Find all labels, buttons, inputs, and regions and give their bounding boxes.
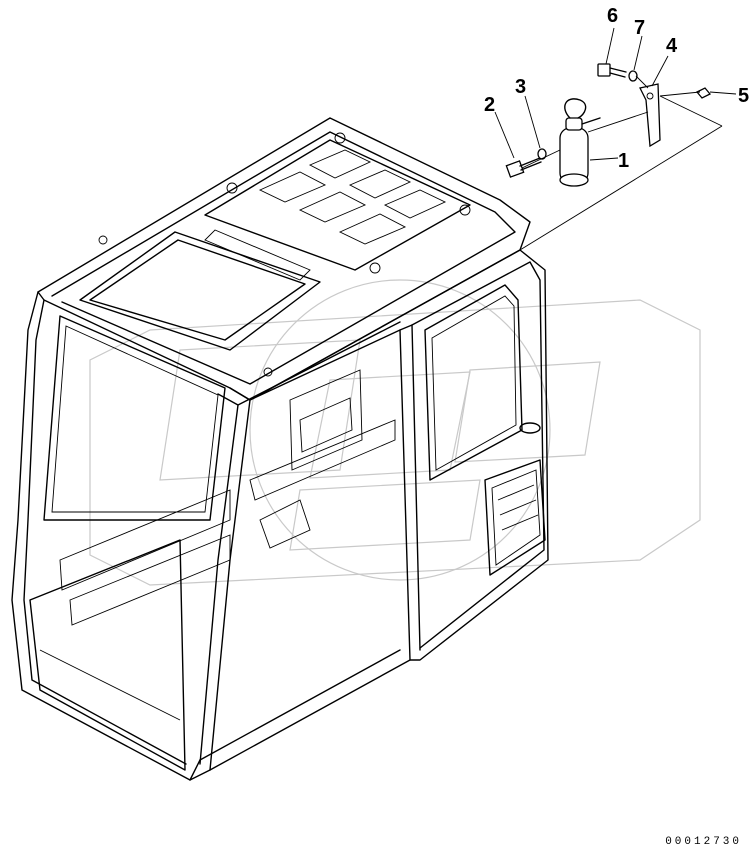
bracket-part-4 — [639, 83, 661, 148]
watermark-logo — [89, 279, 701, 586]
callout-leader-lines — [494, 27, 737, 161]
callout-3: 3 — [515, 76, 526, 98]
operator-cab — [11, 117, 549, 781]
callout-7: 7 — [634, 17, 645, 39]
drawing-number: 00012730 — [665, 836, 742, 848]
callout-2: 2 — [484, 94, 495, 116]
callout-1: 1 — [618, 150, 629, 172]
callout-5: 5 — [738, 85, 749, 107]
fire-extinguisher-part-1 — [559, 98, 601, 187]
nut-part-5 — [695, 87, 712, 99]
callout-6: 6 — [607, 5, 618, 27]
bolt-part-2 — [505, 157, 542, 178]
callout-4: 4 — [666, 35, 678, 57]
bolt-part-6 — [597, 63, 627, 78]
assembly-guide-lines — [519, 75, 723, 251]
washer-part-7 — [628, 70, 638, 82]
